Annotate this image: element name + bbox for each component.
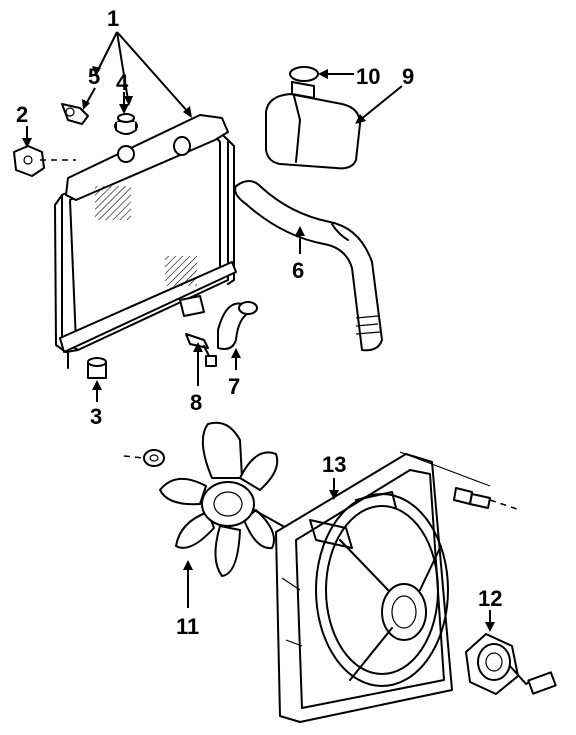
mounting-bracket bbox=[13, 145, 76, 177]
callout-5: 5 bbox=[88, 64, 100, 89]
core-fins-upper bbox=[95, 186, 131, 220]
core-fins-lower bbox=[165, 256, 197, 286]
callout-6: 6 bbox=[292, 258, 304, 283]
callout-labels: 1 2 3 4 5 6 7 8 9 10 11 12 13 bbox=[16, 6, 502, 639]
fan-shroud bbox=[275, 453, 453, 723]
callout-10: 10 bbox=[356, 64, 380, 89]
drain-bolt bbox=[61, 103, 89, 125]
coolant-reservoir bbox=[265, 66, 361, 170]
callout-2: 2 bbox=[16, 102, 28, 127]
fan-hub bbox=[201, 481, 255, 527]
radiator-cap bbox=[114, 113, 138, 135]
temperature-sensor bbox=[185, 333, 217, 367]
callout-8: 8 bbox=[190, 390, 202, 415]
cooling-fan bbox=[159, 421, 291, 577]
callout-13: 13 bbox=[322, 452, 346, 477]
lower-hose-outlet bbox=[179, 295, 205, 317]
reservoir-cap bbox=[289, 66, 319, 82]
callout-12: 12 bbox=[478, 586, 502, 611]
leader-lines bbox=[22, 31, 495, 632]
fan-motor bbox=[465, 633, 557, 695]
callout-1: 1 bbox=[107, 6, 119, 31]
radiator-cap-neck bbox=[117, 145, 135, 163]
callout-3: 3 bbox=[90, 404, 102, 429]
upper-hose-outlet bbox=[173, 136, 191, 156]
mount-grommet bbox=[87, 357, 107, 379]
reservoir-neck bbox=[291, 81, 315, 99]
callout-7: 7 bbox=[228, 374, 240, 399]
motor-connector bbox=[527, 671, 557, 695]
radiator bbox=[54, 114, 237, 369]
fan-nut bbox=[123, 449, 165, 467]
motor-mount-ring bbox=[381, 583, 427, 641]
lower-hose bbox=[217, 301, 258, 350]
callout-9: 9 bbox=[402, 64, 414, 89]
callout-11: 11 bbox=[176, 614, 199, 639]
upper-hose bbox=[234, 180, 383, 352]
shroud-bolt bbox=[399, 451, 521, 511]
callout-4: 4 bbox=[116, 70, 129, 95]
